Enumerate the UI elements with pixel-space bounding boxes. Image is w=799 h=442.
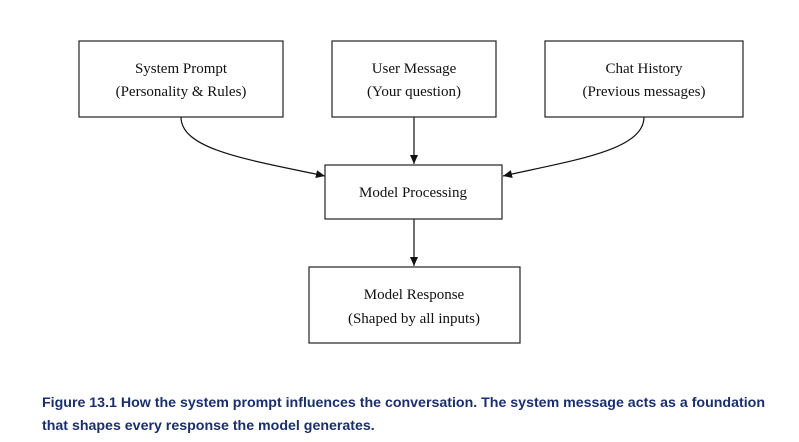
edge-chat-history-to-model-processing	[502, 116, 645, 178]
figure-caption-line-2: that shapes every response the model gen…	[42, 418, 375, 434]
node-model-processing: Model Processing	[324, 164, 503, 220]
node-chat-history-subtitle: (Previous messages)	[583, 84, 706, 100]
figure-caption: Figure 13.1 How the system prompt influe…	[42, 392, 782, 438]
figure-caption-line-1: Figure 13.1 How the system prompt influe…	[42, 395, 765, 411]
node-system-prompt: System Prompt (Personality & Rules)	[78, 40, 284, 118]
node-user-message: User Message (Your question)	[331, 40, 497, 118]
node-system-prompt-subtitle: (Personality & Rules)	[116, 84, 247, 100]
flow-diagram: System Prompt (Personality & Rules) User…	[78, 40, 744, 344]
node-model-response-title: Model Response	[364, 287, 465, 303]
node-chat-history-title: Chat History	[605, 61, 683, 77]
node-user-message-subtitle: (Your question)	[367, 84, 461, 100]
node-model-response-subtitle: (Shaped by all inputs)	[348, 311, 480, 327]
node-model-processing-title: Model Processing	[359, 185, 467, 201]
node-chat-history: Chat History (Previous messages)	[544, 40, 744, 118]
node-model-response: Model Response (Shaped by all inputs)	[308, 266, 521, 344]
node-system-prompt-title: System Prompt	[135, 61, 228, 77]
node-user-message-title: User Message	[372, 61, 457, 77]
edge-system-prompt-to-model-processing	[180, 116, 326, 179]
